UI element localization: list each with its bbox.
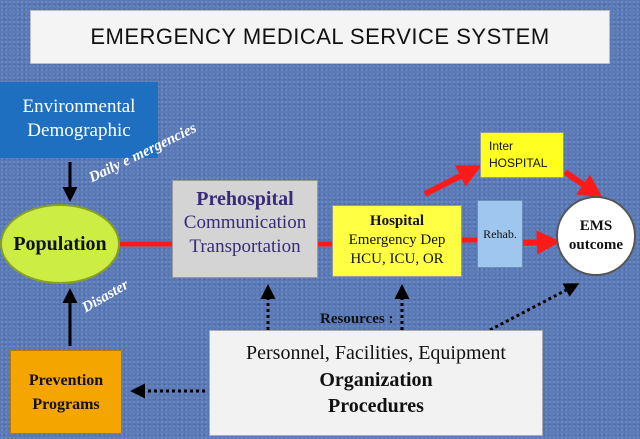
resources-box: Personnel, Facilities, Equipment Organiz… bbox=[209, 330, 543, 436]
prevention-programs-box: Prevention Programs bbox=[10, 350, 122, 434]
population-label: Population bbox=[13, 232, 107, 255]
diagram-title: EMERGENCY MEDICAL SERVICE SYSTEM bbox=[90, 24, 550, 49]
arrow-hospital-interhospital bbox=[423, 165, 482, 197]
ems-outcome-line1: EMS bbox=[579, 218, 613, 234]
prevention-line2: Programs bbox=[32, 396, 100, 413]
arrow-interhospital-ems bbox=[563, 169, 603, 199]
population-node: Population bbox=[0, 204, 120, 284]
rehab-label: Rehab. bbox=[483, 226, 517, 241]
prehospital-title: Prehospital bbox=[196, 188, 294, 210]
inter-hospital-line1: Inter bbox=[489, 139, 514, 153]
prehospital-box: Prehospital Communication Transportation bbox=[172, 180, 318, 278]
hospital-line2: HCU, ICU, OR bbox=[350, 251, 444, 267]
resources-line1: Personnel, Facilities, Equipment bbox=[246, 342, 506, 364]
hospital-title: Hospital bbox=[369, 213, 425, 229]
rehab-box: Rehab. bbox=[477, 200, 523, 268]
inter-hospital-line2: HOSPITAL bbox=[489, 156, 548, 170]
arrow-rehab-ems bbox=[522, 230, 561, 255]
ems-outcome-node: EMS outcome bbox=[556, 196, 636, 276]
prehospital-line1: Communication bbox=[183, 212, 307, 233]
hospital-line1: Emergency Dep bbox=[348, 232, 446, 248]
ems-outcome-line2: outcome bbox=[568, 237, 624, 253]
environmental-demographic-box: Environmental Demographic bbox=[0, 82, 158, 158]
environment-line2: Demographic bbox=[27, 120, 131, 141]
environment-line1: Environmental bbox=[22, 96, 136, 117]
resources-line2: Organization bbox=[319, 369, 433, 391]
resources-label: Resources : bbox=[320, 311, 394, 327]
prehospital-line2: Transportation bbox=[189, 236, 301, 257]
hospital-box: Hospital Emergency Dep HCU, ICU, OR bbox=[332, 205, 462, 277]
inter-hospital-box: Inter HOSPITAL bbox=[480, 132, 564, 178]
prevention-line1: Prevention bbox=[28, 372, 104, 389]
dotted-arrow-resources-ems bbox=[489, 283, 580, 332]
diagram-title-box: EMERGENCY MEDICAL SERVICE SYSTEM bbox=[30, 10, 610, 64]
resources-line3: Procedures bbox=[328, 395, 424, 417]
